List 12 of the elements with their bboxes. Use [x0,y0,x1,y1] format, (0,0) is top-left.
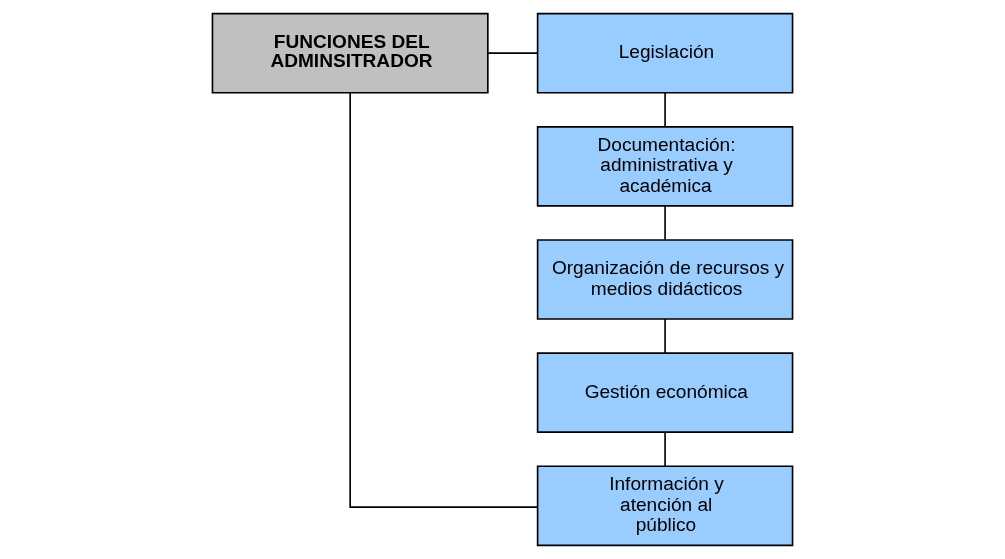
connector [664,205,666,241]
connector [664,91,666,128]
node-box: FUNCIONES DEL ADMINSITRADOR [211,12,489,94]
connector [487,52,539,54]
connector [664,318,666,354]
connector [349,92,539,508]
node-box: Legislación [536,12,794,94]
node-box: Gestión económica [536,352,794,433]
node-box: Información y atención al público [536,465,794,547]
node-box: Documentación: administrativa y académica [536,126,794,207]
node-box: Organización de recursos y medios didácticos [536,239,794,320]
connector [664,431,666,467]
